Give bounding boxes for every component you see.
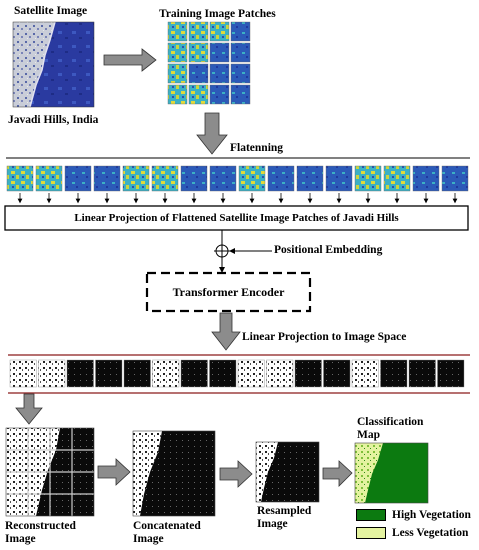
- resampled-image: [255, 441, 320, 503]
- projected-patch: [294, 359, 322, 388]
- flattening-label: Flatenning: [230, 142, 284, 154]
- arrow-to-concatenated: [97, 458, 131, 486]
- projected-patch: [123, 359, 151, 388]
- arrow-to-classification: [322, 460, 353, 487]
- training-patches-label: Training Image Patches: [159, 8, 276, 20]
- legend-swatch-less: [356, 527, 386, 540]
- location-label: Javadi Hills, India: [8, 114, 99, 126]
- projected-patch: [237, 359, 265, 388]
- flattened-patch: [209, 165, 237, 192]
- classification-map: [354, 442, 429, 504]
- training-patch: [209, 63, 230, 84]
- legend-label-less: Less Vegetation: [392, 527, 469, 539]
- flattened-patch: [412, 165, 440, 192]
- satellite-image-label: Satellite Image: [14, 5, 88, 17]
- transformer-encoder-box: Transformer Encoder: [172, 284, 285, 299]
- flattened-patch: [180, 165, 208, 192]
- flattened-patch: [64, 165, 92, 192]
- training-patch: [230, 21, 251, 42]
- projected-patch-row: [9, 359, 465, 388]
- flattened-patch: [383, 165, 411, 192]
- flattened-patch: [267, 165, 295, 192]
- training-patch: [167, 84, 188, 105]
- image-space-label: Linear Projection to Image Space: [242, 331, 407, 343]
- training-patch: [167, 63, 188, 84]
- positional-embedding-label: Positional Embedding: [274, 244, 383, 256]
- projected-patch: [266, 359, 294, 388]
- projected-patch: [95, 359, 123, 388]
- arrow-to-patches: [103, 48, 157, 72]
- projected-patch: [380, 359, 408, 388]
- projected-patch: [152, 359, 180, 388]
- classification-map-label: Classification Map: [357, 416, 424, 441]
- satellite-image: [12, 21, 95, 108]
- flattened-patch: [296, 165, 324, 192]
- training-patch: [230, 63, 251, 84]
- flattened-patch: [6, 165, 34, 192]
- training-patch: [188, 63, 209, 84]
- arrow-to-image-space: [211, 312, 241, 351]
- training-patch: [230, 42, 251, 63]
- projected-patch: [209, 359, 237, 388]
- legend-swatch-high: [356, 509, 386, 522]
- projected-patch: [9, 359, 37, 388]
- legend-less-vegetation: Less Vegetation: [356, 527, 468, 540]
- crosshair-circle-icon: [214, 243, 230, 259]
- arrow-to-reconstructed: [15, 393, 43, 425]
- flattened-patch: [441, 165, 469, 192]
- legend-high-vegetation: High Vegetation: [356, 509, 471, 522]
- projected-patch: [38, 359, 66, 388]
- arrow-to-resampled: [219, 460, 253, 488]
- flattened-patch: [354, 165, 382, 192]
- linear-projection-box: Linear Projection of Flattened Satellite…: [74, 212, 399, 224]
- resampled-image-label: Resampled Image: [257, 505, 312, 530]
- training-patch: [167, 42, 188, 63]
- flattened-patch: [35, 165, 63, 192]
- training-patch: [209, 84, 230, 105]
- projected-patch: [351, 359, 379, 388]
- training-patch: [167, 21, 188, 42]
- reconstructed-image: [5, 427, 95, 517]
- projected-patch: [437, 359, 465, 388]
- projected-patch: [180, 359, 208, 388]
- training-patch: [188, 84, 209, 105]
- flattened-patch: [325, 165, 353, 192]
- flattened-patch-row: [6, 165, 469, 204]
- training-patch: [188, 21, 209, 42]
- flattened-patch: [151, 165, 179, 192]
- training-patch-grid: [167, 21, 251, 105]
- reconstructed-image-label: Reconstructed Image: [5, 520, 76, 545]
- projected-patch: [66, 359, 94, 388]
- training-patch: [209, 42, 230, 63]
- flattened-patch: [238, 165, 266, 192]
- training-patch: [188, 42, 209, 63]
- projected-patch: [408, 359, 436, 388]
- concatenated-image-label: Concatenated Image: [133, 520, 201, 545]
- training-patch: [230, 84, 251, 105]
- legend-label-high: High Vegetation: [392, 509, 471, 521]
- projected-patch: [323, 359, 351, 388]
- flattened-patch: [122, 165, 150, 192]
- concatenated-image: [132, 430, 216, 517]
- training-patch: [209, 21, 230, 42]
- arrow-to-flattening: [196, 112, 228, 155]
- flattened-patch: [93, 165, 121, 192]
